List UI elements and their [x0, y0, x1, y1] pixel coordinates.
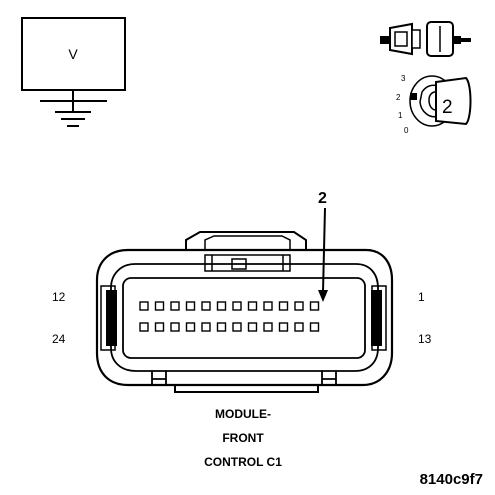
voltmeter-label: V — [68, 46, 78, 62]
pin-cavity — [201, 301, 211, 311]
ignition-position-0: 0 — [404, 126, 409, 135]
pin-pointer-arrowhead — [318, 290, 328, 302]
pin-cavity — [139, 301, 149, 311]
pin-label-bottom-right: 13 — [418, 332, 432, 346]
pin-grid — [139, 301, 320, 332]
ground-icon — [55, 101, 91, 127]
ignition-position-1: 1 — [398, 111, 403, 120]
pin-cavity — [278, 322, 289, 332]
pin-cavity — [216, 301, 227, 311]
disconnect-connector-icon — [380, 21, 471, 57]
pin-cavity — [154, 322, 165, 332]
ignition-position-3: 3 — [401, 74, 406, 83]
pin-cavity — [278, 301, 289, 311]
ignition-position-2: 2 — [396, 93, 401, 102]
pin-cavity — [294, 301, 304, 311]
pin-cavity — [309, 322, 320, 332]
connector-caption-line-3: CONTROL C1 — [204, 455, 282, 469]
connector-body — [95, 231, 394, 393]
pin-label-top-left: 12 — [52, 290, 66, 304]
pin-cavity — [139, 322, 149, 332]
pin-cavity — [232, 301, 242, 311]
pin-cavity — [247, 322, 258, 332]
pin-cavity — [201, 322, 211, 332]
voltmeter-symbol: V — [21, 17, 126, 127]
pin-cavity — [185, 322, 196, 332]
ignition-switch-icon: 3 2 1 0 2 — [396, 74, 472, 135]
pin-label-top-right: 1 — [418, 290, 425, 304]
ignition-active-position: 2 — [442, 97, 453, 118]
pin-cavity — [154, 301, 165, 311]
figure-id: 8140c9f7 — [420, 471, 483, 488]
pin-cavity — [232, 322, 242, 332]
pin-pointer-label: 2 — [318, 190, 327, 207]
connector-caption-line-1: MODULE- — [215, 407, 271, 421]
pin-cavity — [170, 301, 180, 311]
pin-cavity — [309, 301, 320, 311]
pin-label-bottom-left: 24 — [52, 332, 66, 346]
pin-cavity — [216, 322, 227, 332]
pin-cavity — [185, 301, 196, 311]
pin-cavity — [170, 322, 180, 332]
pin-cavity — [263, 301, 273, 311]
pin-cavity — [294, 322, 304, 332]
pin-cavity — [247, 301, 258, 311]
pin-cavity — [263, 322, 273, 332]
connector-caption-line-2: FRONT — [222, 431, 264, 445]
